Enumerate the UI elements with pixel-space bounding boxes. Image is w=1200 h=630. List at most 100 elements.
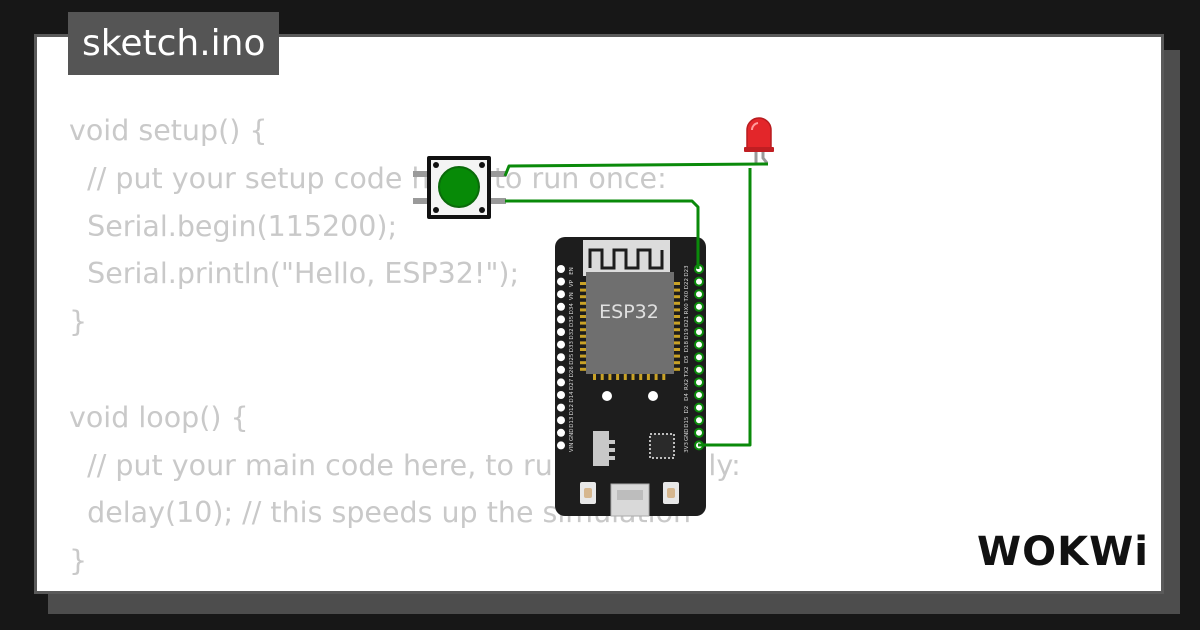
esp32-board[interactable]: ESP32 ENVPVND34D35D32D33D25D26D27D14D12D… (555, 237, 706, 517)
board-pin[interactable] (557, 265, 565, 273)
pushbutton-screw (433, 162, 439, 168)
board-pin[interactable] (557, 416, 565, 425)
right-pin-labels: D23D22TX0RX0D21D19D18D5TX2RX2D4D2D15GND3… (684, 265, 690, 453)
boot-button-cap (667, 488, 675, 498)
chip-pad (673, 341, 680, 345)
board-pin[interactable] (557, 353, 565, 362)
chip-pad (673, 282, 680, 285)
right-pin-header (694, 264, 704, 451)
file-tab[interactable]: sketch.ino (68, 12, 280, 75)
board-pin[interactable] (694, 377, 704, 388)
chip-pad (639, 373, 643, 380)
board-pin[interactable] (694, 402, 704, 413)
pin-label: 3V3 (684, 442, 690, 453)
pin-label: GND (684, 428, 690, 441)
pin-label: D15 (684, 416, 690, 428)
board-pin[interactable] (557, 340, 565, 349)
pushbutton-leg (490, 198, 506, 204)
board-pin[interactable] (694, 427, 704, 438)
chip-pad (580, 334, 587, 338)
chip-pad (673, 321, 680, 325)
board-pin[interactable] (557, 302, 565, 311)
chip-pad (673, 328, 680, 332)
led[interactable] (744, 117, 774, 165)
chip-pad (673, 295, 680, 299)
pin-label: D32 (569, 328, 575, 339)
pin-label: D12 (569, 404, 575, 415)
regulator-pin (609, 448, 615, 452)
voltage-regulator (593, 431, 609, 466)
board-pin[interactable] (557, 378, 565, 387)
board-pin[interactable] (694, 301, 704, 312)
board-pin[interactable] (557, 328, 565, 336)
chip-pad (580, 367, 587, 371)
chip-pad (580, 301, 587, 305)
chip-pad (673, 288, 680, 292)
chip-pad (673, 334, 680, 338)
chip-pad (593, 373, 596, 380)
code-line: void loop() { (69, 400, 249, 434)
chip-pad (580, 282, 587, 285)
pushbutton-screw (479, 207, 485, 213)
left-pin-labels: ENVPVND34D35D32D33D25D26D27D14D12D13GNDV… (569, 267, 575, 452)
chip-pad (580, 348, 587, 351)
board-pin[interactable] (694, 276, 704, 287)
pin-label: GND (569, 428, 575, 441)
chip-pad (580, 341, 587, 345)
board-pin[interactable] (557, 441, 565, 450)
pin-label: VIN (569, 443, 575, 453)
code-line: } (69, 305, 88, 339)
chip-pad (623, 373, 627, 380)
pushbutton-screw (433, 207, 439, 213)
pin-label: D27 (569, 378, 575, 390)
pushbutton[interactable] (413, 156, 506, 219)
chip-pad (673, 367, 680, 371)
wire-button-to-board[interactable] (505, 199, 700, 269)
board-pin[interactable] (694, 289, 704, 300)
board-pin[interactable] (557, 391, 565, 399)
mount-hole (602, 391, 612, 401)
chip-pad (673, 354, 680, 358)
pin-label: VN (569, 292, 575, 300)
chip-pad (646, 373, 650, 380)
wokwi-logo: WOKWi (977, 529, 1149, 575)
wire-led-to-ground[interactable] (698, 168, 752, 447)
board-pin[interactable] (557, 428, 565, 437)
board-pin[interactable] (694, 364, 704, 375)
led-body (746, 117, 772, 151)
code-line: void setup() { (69, 114, 268, 147)
code-line: Serial.begin(115200); (69, 209, 398, 243)
board-pin[interactable] (557, 403, 565, 412)
chip-pad (580, 288, 587, 292)
chip-pad (673, 315, 680, 318)
board-pin[interactable] (694, 314, 704, 325)
pushbutton-leg (413, 198, 429, 204)
board-pin[interactable] (557, 277, 565, 286)
mount-hole (648, 391, 658, 401)
chip-pad (580, 315, 587, 318)
esp32-chip (586, 272, 674, 374)
board-pin[interactable] (557, 365, 565, 374)
board-pin[interactable] (694, 415, 704, 426)
chip-pad (631, 373, 635, 380)
board-pin[interactable] (694, 390, 704, 400)
board-pin[interactable] (557, 315, 565, 324)
micro-usb-slot (617, 490, 643, 500)
wires (503, 162, 769, 447)
board-pin[interactable] (694, 327, 704, 337)
chip-pad (580, 328, 587, 332)
board-pin[interactable] (694, 352, 704, 363)
pin-label: D34 (569, 303, 575, 315)
chip-pad (662, 373, 666, 380)
pin-label: D2 (684, 406, 690, 414)
pushbutton-cap[interactable] (438, 166, 480, 208)
pin-label: VP (569, 279, 575, 287)
pin-label: D22 (684, 278, 690, 289)
chip-pad (580, 361, 587, 365)
left-pin-header (557, 265, 565, 450)
wire-button-to-led[interactable] (503, 162, 769, 177)
board-pin[interactable] (557, 290, 565, 299)
regulator-pin (609, 456, 615, 460)
board-pin[interactable] (694, 339, 704, 350)
en-button-cap (584, 488, 592, 498)
